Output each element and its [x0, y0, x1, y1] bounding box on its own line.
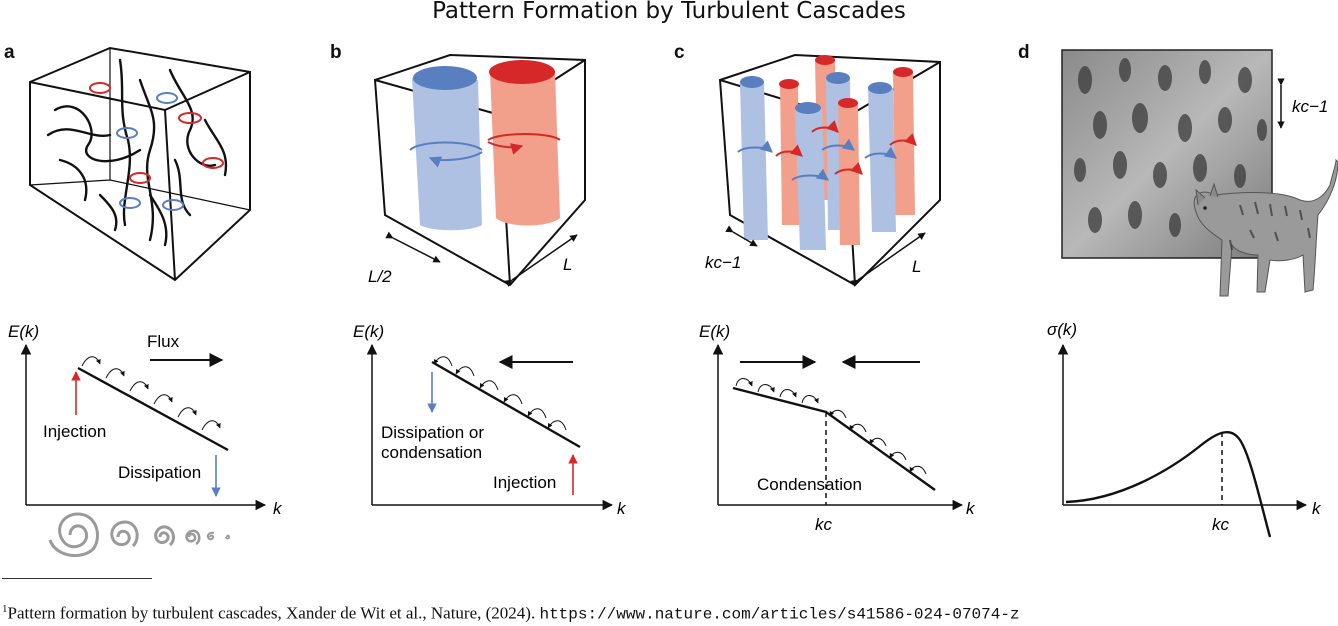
footnote-url[interactable]: https://www.nature.com/articles/s41586-0…: [539, 605, 1020, 624]
panel-label-d: d: [1018, 42, 1030, 63]
panel-label-c: c: [674, 42, 685, 63]
panel-c-box-large-label: L: [912, 257, 921, 276]
panel-d-plot: [1057, 343, 1308, 538]
panel-a-flux-label: Flux: [147, 332, 180, 351]
panel-b-red-column: [489, 60, 560, 226]
panel-b-box-small-label: L/2: [368, 267, 392, 286]
panel-c-xlabel: k: [966, 499, 976, 518]
footnote-rule: [2, 578, 152, 579]
panel-b-dissipation-label: Dissipation or: [381, 423, 484, 442]
panel-a-injection-label: Injection: [43, 422, 106, 441]
panel-c-plot: [712, 343, 964, 511]
cat-illustration: [1193, 158, 1338, 297]
panel-c-kc-label: kc: [815, 515, 833, 534]
panel-d-scale-label: kc−1: [1292, 97, 1328, 116]
panel-d-ylabel: σ(k): [1047, 320, 1077, 339]
panel-d-kc-label: kc: [1212, 515, 1230, 534]
panel-b-blue-column: [412, 66, 482, 231]
footnote: 1Pattern formation by turbulent cascades…: [2, 603, 1020, 624]
footnote-number: 1: [2, 603, 8, 615]
panel-b-plot: [366, 343, 614, 511]
panel-a-xlabel: k: [273, 499, 283, 518]
panel-b-xlabel: k: [617, 499, 627, 518]
panel-a-eddy-spirals: [48, 512, 230, 557]
panel-a-cube: [29, 46, 251, 282]
panel-label-a: a: [4, 42, 15, 63]
panel-a-dissipation-label: Dissipation: [118, 463, 201, 482]
panel-d-xlabel: k: [1312, 499, 1322, 518]
panel-label-b: b: [330, 42, 342, 63]
panel-a-ylabel: E(k): [8, 322, 39, 341]
footnote-text: Pattern formation by turbulent cascades,…: [7, 603, 536, 623]
panel-b-box-large-label: L: [563, 255, 572, 274]
panel-c-condensation-label: Condensation: [757, 475, 862, 494]
panel-a-vortex-rings: [89, 82, 224, 211]
panel-c-columns: [740, 55, 915, 250]
panel-a-vortex-lines: [46, 58, 228, 247]
figure-title: Pattern Formation by Turbulent Cascades: [432, 0, 906, 24]
panel-b-ylabel: E(k): [353, 322, 384, 341]
panel-c-ylabel: E(k): [699, 322, 730, 341]
panel-c-box-small-label: kc−1: [705, 253, 741, 272]
panel-a-plot: [20, 343, 267, 511]
panel-b-injection-label: Injection: [493, 473, 556, 492]
panel-b-condensation-label: condensation: [381, 443, 482, 462]
